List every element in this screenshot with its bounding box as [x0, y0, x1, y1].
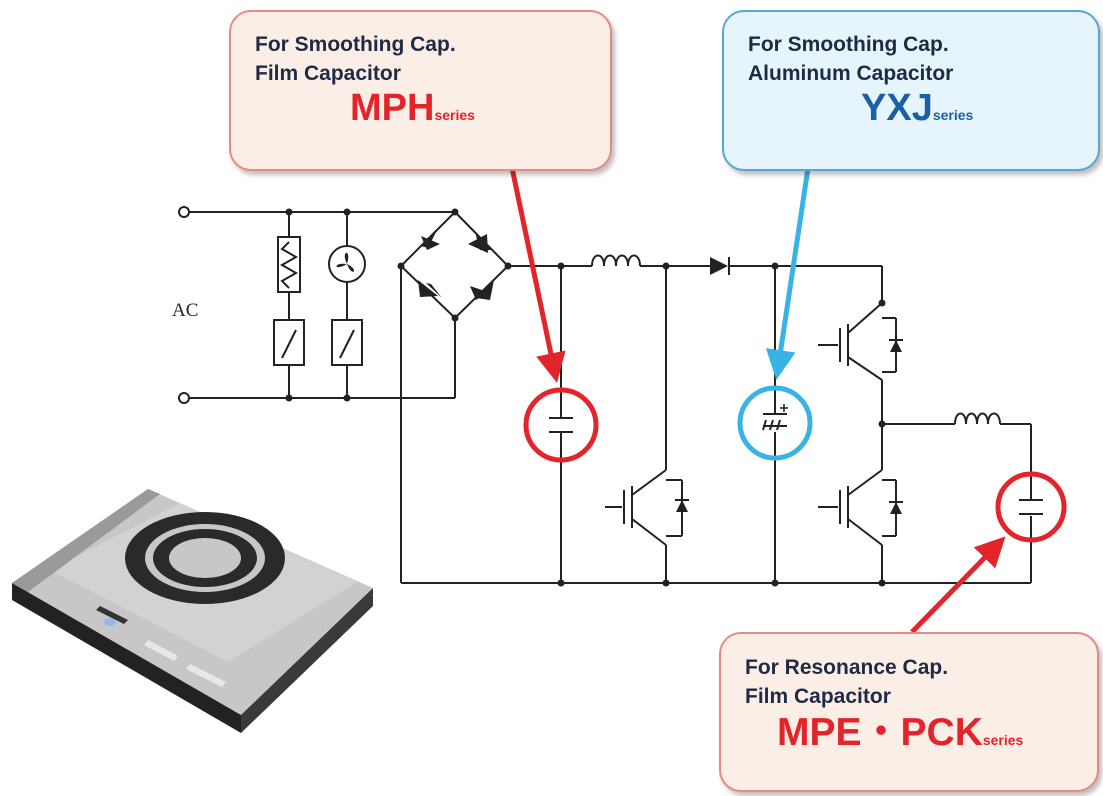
arrow-yxj: [765, 167, 811, 380]
callout-mpe-type: Film Capacitor: [745, 685, 891, 708]
junction-dots: [285, 208, 886, 587]
highlight-circle-yxj: [737, 385, 813, 461]
inductor-2: [954, 412, 1001, 425]
callout-yxj-type: Aluminum Capacitor: [748, 62, 954, 85]
series-name-yxj: YXJ: [861, 87, 933, 129]
callout-mph-series: MPHseries: [350, 88, 610, 136]
aluminum-capacitor: [762, 404, 788, 431]
inductor-1: [591, 254, 641, 267]
highlight-circle-mpe: [995, 471, 1067, 543]
igbt-boost-switch: [605, 469, 683, 546]
ac-label: AC: [172, 300, 199, 321]
callout-yxj-purpose: For Smoothing Cap.: [748, 33, 949, 56]
boost-diode: [710, 257, 728, 275]
induction-cooktop-illustration: [12, 489, 373, 733]
circuit-wiring: [188, 211, 1032, 584]
igbt-lower-switch: [818, 469, 897, 546]
callout-mph-type: Film Capacitor: [255, 62, 401, 85]
callout-yxj-series: YXJseries: [861, 88, 1098, 136]
highlight-circle-mph: [523, 387, 599, 463]
callout-mph-purpose: For Smoothing Cap.: [255, 33, 456, 56]
series-suffix-mph: series: [434, 107, 475, 123]
arrow-mph: [508, 162, 566, 383]
bridge-rectifier-diodes: [418, 230, 494, 300]
igbt-upper-switch: [818, 302, 897, 381]
callout-mph-film-capacitor: For Smoothing Cap. Film Capacitor MPHser…: [229, 10, 612, 171]
fan-icon: [336, 252, 355, 272]
callout-mpe-pck-film-capacitor: For Resonance Cap. Film Capacitor MPE・PC…: [719, 632, 1099, 792]
film-capacitor-smoothing: [549, 417, 573, 433]
film-capacitor-resonance: [1019, 499, 1043, 515]
series-name-mpe-pck: MPE・PCK: [777, 711, 983, 754]
ac-terminal-bottom: [178, 392, 190, 404]
callout-yxj-aluminum-capacitor: For Smoothing Cap. Aluminum Capacitor YX…: [722, 10, 1100, 171]
callout-mpe-series: MPE・PCKseries: [777, 711, 1097, 763]
ac-terminal-top: [178, 206, 190, 218]
series-suffix-mpe: series: [982, 732, 1024, 748]
series-suffix-yxj: series: [932, 107, 974, 123]
series-name-mph: MPH: [350, 87, 435, 129]
callout-mpe-purpose: For Resonance Cap.: [745, 656, 949, 679]
arrow-mpe: [910, 536, 1006, 634]
